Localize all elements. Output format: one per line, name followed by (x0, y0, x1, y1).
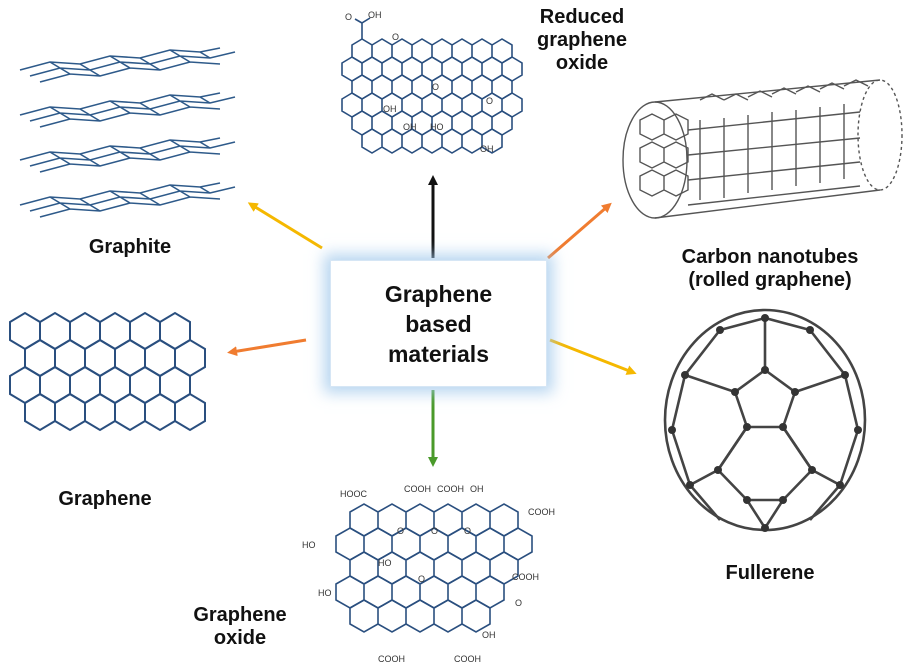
svg-text:COOH: COOH (404, 484, 431, 494)
svg-text:O: O (464, 526, 471, 536)
svg-text:OH: OH (482, 630, 496, 640)
center-line-1: Graphene (384, 280, 493, 307)
svg-text:HO: HO (318, 588, 332, 598)
rgo-chem-labels: O OH O O O OH HO OH OH (345, 10, 494, 154)
svg-text:O: O (432, 82, 439, 92)
rgo-line-2: graphene (536, 29, 628, 51)
label-fullerene: Fullerene (700, 562, 840, 585)
fullerene-atoms (668, 314, 862, 532)
svg-text:HOOC: HOOC (340, 489, 368, 499)
graphene-line-1: Graphene (58, 488, 152, 510)
svg-text:HO: HO (378, 558, 392, 568)
graphene-oxide-structure (335, 503, 533, 633)
arrow-to-graphene (227, 338, 307, 357)
label-carbon-nanotubes: Carbon nanotubes (rolled graphene) (660, 246, 880, 292)
svg-text:O: O (486, 96, 493, 106)
central-concept-box: Graphene based materials (330, 260, 547, 387)
svg-text:O: O (431, 526, 438, 536)
label-graphene: Graphene (30, 488, 180, 511)
svg-text:COOH: COOH (528, 507, 555, 517)
svg-text:COOH: COOH (437, 484, 464, 494)
go-chem-labels: HOOC COOH COOH OH COOH HO O O O O HO COO… (302, 484, 555, 664)
label-reduced-graphene-oxide: Reduced graphene oxide (512, 6, 652, 75)
cnt-line-1: Carbon nanotubes (681, 246, 859, 268)
arrow-to-carbon-nanotubes (547, 202, 612, 260)
svg-text:HO: HO (430, 122, 444, 132)
svg-text:O: O (515, 598, 522, 608)
svg-text:O: O (345, 12, 352, 22)
svg-text:O: O (397, 526, 404, 536)
rgo-line-1: Reduced (539, 6, 625, 28)
reduced-graphene-oxide-structure (341, 17, 523, 154)
svg-text:COOH: COOH (378, 654, 405, 664)
center-line-3: materials (387, 340, 489, 367)
center-line-2: based (405, 310, 472, 337)
svg-text:O: O (418, 574, 425, 584)
arrow-to-fullerene (549, 338, 637, 375)
svg-text:O: O (392, 32, 399, 42)
label-graphite: Graphite (60, 236, 200, 259)
graphite-structure (19, 47, 236, 218)
svg-text:OH: OH (368, 10, 382, 20)
graphite-line-1: Graphite (88, 236, 172, 258)
fullerene-structure (663, 308, 867, 532)
svg-text:OH: OH (480, 144, 494, 154)
svg-text:COOH: COOH (512, 572, 539, 582)
svg-text:COOH: COOH (454, 654, 481, 664)
fullerene-line-1: Fullerene (725, 562, 815, 584)
svg-text:OH: OH (383, 104, 397, 114)
label-graphene-oxide: Graphene oxide (175, 604, 305, 650)
go-line-1: Graphene (193, 604, 287, 626)
graphene-structure (9, 311, 206, 432)
carbon-nanotube-structure (622, 79, 903, 219)
cnt-line-2: (rolled graphene) (688, 269, 852, 291)
svg-text:HO: HO (302, 540, 316, 550)
svg-text:OH: OH (470, 484, 484, 494)
svg-text:OH: OH (403, 122, 417, 132)
rgo-line-3: oxide (555, 52, 609, 74)
go-line-2: oxide (213, 627, 267, 649)
arrow-to-graphite (247, 202, 323, 250)
